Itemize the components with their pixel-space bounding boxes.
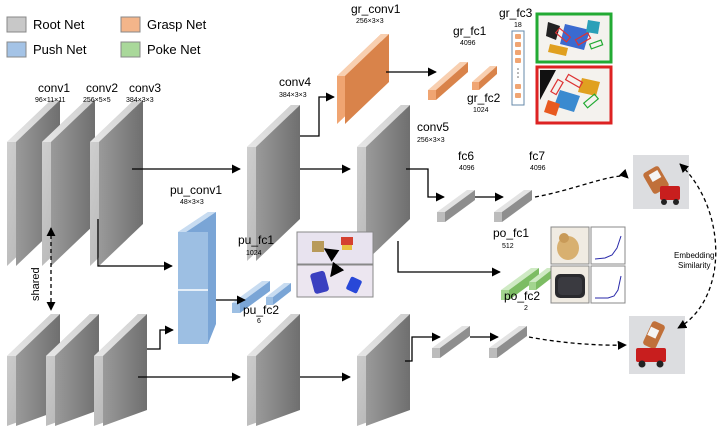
gr-fc1-block bbox=[428, 62, 468, 100]
poke-image-plush bbox=[550, 226, 590, 265]
gr-fc2-label: gr_fc2 bbox=[467, 91, 501, 105]
conv5-dim: 256×3×3 bbox=[417, 137, 445, 144]
conv2-block-top bbox=[42, 100, 95, 266]
connections bbox=[97, 67, 504, 382]
conv2-block-bottom bbox=[46, 314, 99, 426]
gr-fc2-block bbox=[472, 66, 497, 90]
fc7-dim: 4096 bbox=[530, 165, 546, 172]
conv3-label: conv3 bbox=[129, 81, 162, 95]
conv3-block-top bbox=[90, 100, 143, 266]
poke-plot-bottom bbox=[590, 265, 626, 304]
po-fc1-dim: 512 bbox=[502, 243, 514, 250]
conv5-label: conv5 bbox=[417, 120, 450, 134]
conv4-block-top bbox=[247, 105, 300, 261]
poke-plot-top bbox=[590, 226, 626, 265]
embedding-label-line2: Similarity bbox=[678, 261, 711, 270]
conv2-label: conv2 bbox=[86, 81, 119, 95]
grasp-failure-image bbox=[535, 65, 613, 125]
pu-fc2-label: pu_fc2 bbox=[243, 303, 280, 317]
gr-conv1-dim: 256×3×3 bbox=[356, 18, 384, 25]
conv4-dim: 384×3×3 bbox=[279, 92, 307, 99]
legend-label-grasp: Grasp Net bbox=[147, 17, 207, 32]
conv1-label: conv1 bbox=[38, 81, 71, 95]
conv3-dim: 384×3×3 bbox=[126, 97, 154, 104]
fc6-dim: 4096 bbox=[459, 165, 475, 172]
gr-conv1-block bbox=[337, 34, 389, 124]
embedding-arrow-top bbox=[534, 169, 629, 198]
gr-fc2-dim: 1024 bbox=[473, 107, 489, 114]
legend-swatch-push bbox=[6, 41, 27, 58]
fc6-block bbox=[437, 190, 475, 222]
conv4-label: conv4 bbox=[279, 75, 312, 89]
gr-fc1-label: gr_fc1 bbox=[453, 24, 487, 38]
pu-fc2-dim: 6 bbox=[257, 318, 261, 325]
grasp-success-image bbox=[535, 12, 613, 64]
fc7-block bbox=[494, 190, 532, 222]
pu-conv1-block bbox=[178, 212, 216, 344]
gr-fc3-dim: 18 bbox=[514, 22, 522, 29]
po-fc1-label: po_fc1 bbox=[493, 226, 530, 240]
fc7-block-bottom bbox=[489, 326, 527, 358]
legend-swatch-poke bbox=[120, 41, 141, 58]
embedding-label-line1: Embedding bbox=[674, 251, 715, 260]
fc6-label: fc6 bbox=[458, 149, 475, 163]
legend-label-push: Push Net bbox=[33, 42, 87, 57]
pu-fc1-dim: 1024 bbox=[246, 250, 262, 257]
pu-fc2-block bbox=[266, 283, 291, 305]
gr-conv1-label: gr_conv1 bbox=[351, 2, 401, 16]
push-result-image-bottom bbox=[296, 261, 374, 298]
gr-fc3-label: gr_fc3 bbox=[499, 6, 533, 20]
embedding-similarity-label: Embedding Similarity bbox=[674, 250, 715, 272]
gr-fc3-vector bbox=[511, 30, 525, 106]
po-fc2-label: po_fc2 bbox=[504, 289, 541, 303]
pu-conv1-label: pu_conv1 bbox=[170, 183, 223, 197]
legend-swatch-root bbox=[6, 16, 27, 33]
gr-fc1-dim: 4096 bbox=[460, 40, 476, 47]
conv5-block-top bbox=[357, 105, 410, 261]
conv3-block-bottom bbox=[94, 314, 147, 426]
poke-image-case bbox=[550, 265, 590, 304]
embedding-similarity-arc bbox=[677, 163, 717, 329]
conv5-block-bottom bbox=[357, 314, 410, 426]
po-fc2-dim: 2 bbox=[524, 305, 528, 312]
pu-fc1-label: pu_fc1 bbox=[238, 233, 275, 247]
conv4-block-bottom bbox=[247, 314, 300, 426]
legend-label-poke: Poke Net bbox=[147, 42, 201, 57]
legend-label-root: Root Net bbox=[33, 17, 85, 32]
shared-label: shared bbox=[30, 267, 42, 301]
conv2-dim: 256×5×5 bbox=[83, 97, 111, 104]
push-result-image-top bbox=[296, 231, 374, 265]
embedding-image-top bbox=[633, 155, 689, 209]
pu-conv1-dim: 48×3×3 bbox=[180, 199, 204, 206]
fc6-block-bottom bbox=[432, 326, 470, 358]
conv1-dim: 96×11×11 bbox=[35, 97, 66, 104]
po-fc1-block bbox=[501, 268, 539, 300]
embedding-image-bottom bbox=[629, 316, 685, 374]
embedding-arrow-bottom bbox=[528, 336, 627, 350]
legend-swatch-grasp bbox=[120, 16, 141, 33]
fc7-label: fc7 bbox=[529, 149, 546, 163]
po-fc2-block bbox=[529, 268, 554, 290]
